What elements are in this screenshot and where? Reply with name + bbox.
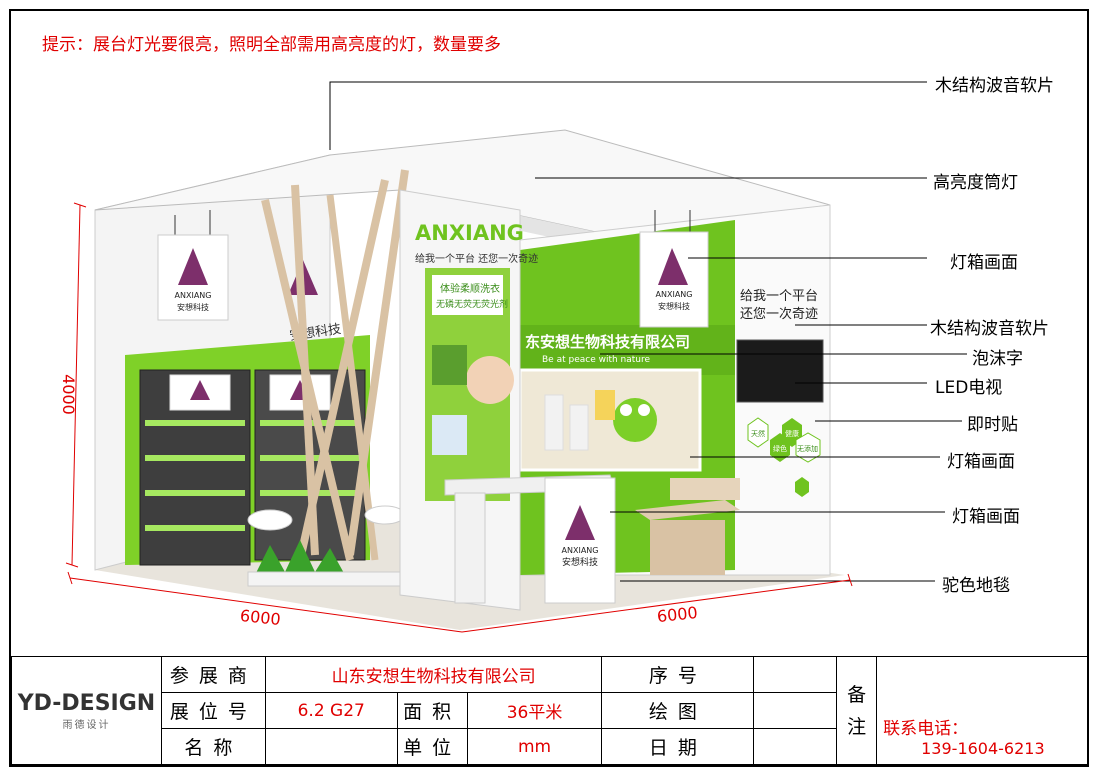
svg-text:ANXIANG: ANXIANG — [656, 290, 693, 299]
wood-table — [650, 520, 725, 575]
drawing-frame — [9, 9, 1089, 767]
svg-text:天然: 天然 — [751, 429, 765, 438]
svg-text:安想科技: 安想科技 — [562, 556, 598, 568]
design-logo: YD-DESIGN 雨德设计 — [11, 656, 162, 765]
drawing-value — [753, 692, 838, 729]
planter-plants — [255, 540, 345, 575]
label-foam-letters: 泡沫字 — [972, 349, 1023, 369]
booth-no-value: 6.2 G27 — [264, 692, 398, 729]
exhibitor-value: 山东安想生物科技有限公司 — [264, 656, 603, 693]
callout-lines — [329, 81, 967, 582]
drawing-label: 绘图 — [601, 692, 755, 729]
seq-value — [753, 656, 838, 693]
contact-cell: 联系电话： 139-1604-6213 — [876, 656, 1088, 765]
svg-text:绿色: 绿色 — [773, 444, 787, 453]
hex-no-additive — [795, 432, 821, 463]
booth-no-label: 展位号 — [160, 692, 266, 729]
date-label: 日期 — [601, 728, 755, 765]
svg-text:无添加: 无添加 — [797, 444, 818, 453]
name-value — [264, 728, 398, 765]
dim-left-width: 6000 — [239, 605, 282, 630]
lighting-hint: 提示：展台灯光要很亮，照明全部需用高亮度的灯，数量要多 — [42, 35, 501, 55]
svg-text:还您一次奇迹: 还您一次奇迹 — [740, 306, 818, 322]
title-block: YD-DESIGN 雨德设计 参展商 山东安想生物科技有限公司 序号 备注 联系… — [11, 656, 1088, 765]
pillar-slogan: 给我一个平台 还您一次奇迹 — [415, 252, 538, 265]
label-downlight: 高亮度筒灯 — [933, 173, 1018, 193]
counter-lightbox — [544, 477, 616, 604]
remark-label: 备注 — [836, 656, 878, 765]
seq-label: 序号 — [601, 656, 755, 693]
label-carpet: 驼色地毯 — [942, 576, 1010, 596]
label-lightbox-3: 灯箱画面 — [952, 507, 1020, 527]
label-led-tv: LED电视 — [935, 378, 1003, 398]
led-tv — [736, 339, 824, 403]
contact-label: 联系电话： — [883, 719, 969, 739]
exhibitor-label: 参展商 — [160, 656, 266, 693]
svg-text:无磷无荧无荧光剂: 无磷无荧无荧光剂 — [436, 298, 508, 310]
label-lightbox-2: 灯箱画面 — [947, 452, 1015, 472]
tagline-text: Be at peace with nature — [542, 355, 650, 365]
svg-text:安想科技: 安想科技 — [658, 301, 690, 311]
unit-value: mm — [466, 728, 603, 765]
svg-text:体验柔顺洗衣: 体验柔顺洗衣 — [440, 282, 500, 295]
hex-natural — [747, 417, 769, 448]
baby-image — [466, 356, 514, 404]
booth-rendering: 东安想生物科技有限公司 Be at peace with nature ANXI… — [65, 81, 967, 633]
pillar-brand: ANXIANG — [415, 221, 524, 245]
svg-text:安想科技: 安想科技 — [177, 302, 209, 312]
mascot-frog — [613, 398, 657, 442]
unit-label: 单位 — [396, 728, 468, 765]
area-label: 面积 — [396, 692, 468, 729]
svg-text:给我一个平台: 给我一个平台 — [740, 289, 818, 304]
svg-text:健康: 健康 — [785, 429, 799, 438]
company-wall-text: 东安想生物科技有限公司 — [525, 333, 690, 351]
label-wood-header: 木结构波音软片 — [935, 76, 1054, 96]
label-vinyl-sticker: 即时贴 — [967, 415, 1018, 435]
label-lightbox-1: 灯箱画面 — [950, 253, 1018, 273]
name-label: 名称 — [160, 728, 266, 765]
svg-text:ANXIANG: ANXIANG — [562, 546, 599, 555]
dimension-lines — [65, 202, 853, 633]
svg-text:ANXIANG: ANXIANG — [175, 291, 212, 300]
label-wood-panel: 木结构波音软片 — [930, 319, 1049, 339]
date-value — [753, 728, 838, 765]
contact-phone: 139-1604-6213 — [921, 739, 1045, 758]
dim-height: 4000 — [58, 374, 78, 415]
area-value: 36平米 — [466, 692, 603, 729]
